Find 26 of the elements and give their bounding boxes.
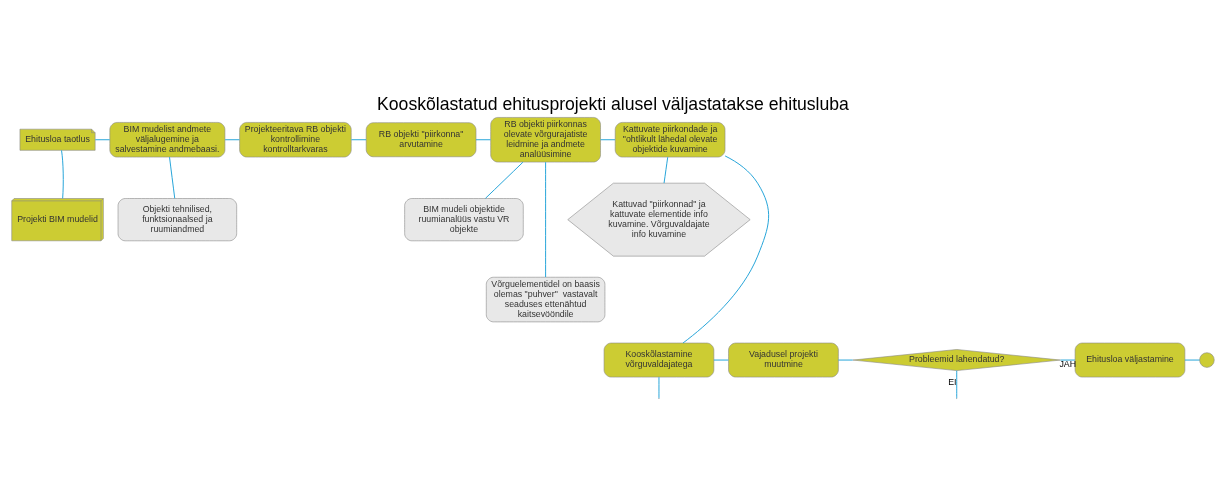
node-box: RB objekti piirkonnas olevate võrgurajatiste leidmine ja andmete analüüsimine: [490, 117, 601, 163]
node-box: Kattuvate piirkondade ja "ohtlikult lähedal olevate objektide kuvamine: [614, 122, 726, 158]
node-box: Võrguelementidel on baasis olemas "puhver" vastavalt seaduses ettenähtud kaitsevööndile: [486, 276, 606, 323]
connector: [350, 139, 367, 141]
connector: [475, 139, 491, 141]
connector: [485, 161, 524, 199]
connector: [61, 150, 64, 199]
node-box: Kooskõlastamine võrguvaldajatega: [603, 342, 715, 378]
diagram-title: Kooskõlastatud ehitusprojekti alusel väljastatakse ehitusluba: [377, 93, 849, 114]
connector: [663, 156, 669, 184]
node-circle: [1199, 352, 1215, 368]
node-box: BIM mudeli objektide ruumianalüüs vastu VR objekte: [404, 198, 524, 242]
node-box: RB objekti "piirkonna" arvutamine: [365, 122, 477, 158]
connector: [682, 155, 770, 344]
connector: [94, 139, 111, 141]
node-box: Vajadusel projekti muutmine: [728, 342, 839, 378]
connector: [169, 156, 176, 199]
connector: [545, 161, 547, 278]
node-box: BIM mudelist andmete väljalugemine ja salvestamine andmebaasi.: [109, 122, 226, 158]
node-box: Projekteeritava RB objekti kontrollimine kontrolltarkvaras: [239, 122, 352, 158]
connector: [224, 139, 240, 141]
connector: [600, 139, 616, 141]
node-box: Objekti tehnilised, funktsionaalsed ja ruumiandmed: [117, 198, 237, 242]
connector: [956, 370, 958, 399]
edge-label: EI: [948, 377, 957, 388]
node-diamond: Probleemid lahendatud?: [852, 349, 1061, 371]
